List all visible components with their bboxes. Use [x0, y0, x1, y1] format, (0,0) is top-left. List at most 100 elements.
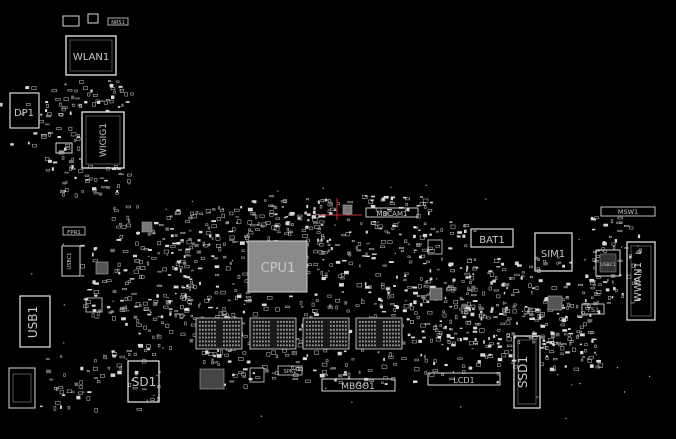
test-point: [496, 334, 498, 337]
smd-part: [316, 268, 320, 271]
wlan-label: WLAN1: [73, 52, 109, 63]
smd-part: [271, 225, 277, 230]
smd-part: [318, 250, 323, 255]
smd-part: [174, 310, 179, 313]
smd-part: [435, 245, 440, 248]
smd-part: [321, 276, 326, 281]
smd-part: [200, 316, 204, 319]
smd-part: [540, 324, 546, 328]
smd-part: [70, 132, 77, 137]
spk-connector[interactable]: SPK1: [277, 365, 303, 376]
smd-part: [173, 285, 179, 289]
smd-part: [480, 310, 483, 314]
ram-chip[interactable]: [302, 317, 350, 350]
smd-part: [457, 357, 463, 360]
smd-part: [166, 300, 171, 304]
smd-part: [117, 184, 120, 188]
smd-part: [560, 352, 564, 355]
smd-part: [118, 85, 123, 88]
fpr-connector[interactable]: FPR1: [62, 226, 86, 236]
smd-part: [193, 285, 197, 290]
smd-part: [92, 366, 98, 371]
mbcam-connector[interactable]: MBCAM1: [365, 207, 419, 218]
smd-part: [411, 339, 417, 344]
smd-part: [190, 211, 194, 216]
smd-part: [505, 306, 509, 309]
smd-part: [565, 351, 570, 354]
smd-part: [462, 234, 466, 238]
smd-part: [180, 259, 186, 264]
cpu-chip[interactable]: CPU1: [247, 240, 308, 293]
smd-part: [320, 236, 325, 240]
smd-part: [176, 209, 181, 211]
usb1-connector[interactable]: USB1: [19, 295, 51, 348]
dp-connector[interactable]: DP1: [9, 92, 40, 129]
smd-part: [312, 309, 318, 313]
smd-part: [125, 205, 132, 209]
smd-part: [419, 201, 425, 206]
ssd-connector[interactable]: SSD1: [513, 335, 541, 409]
smd-part: [131, 379, 134, 381]
smd-part: [390, 196, 395, 199]
smd-part: [212, 208, 216, 211]
smd-part: [109, 99, 114, 104]
smd-part: [314, 225, 320, 229]
lcd-connector[interactable]: LCD1: [427, 372, 501, 386]
smd-part: [101, 186, 107, 189]
smd-part: [138, 344, 144, 348]
smd-part: [94, 247, 98, 250]
nrs-connector[interactable]: NRS1: [107, 17, 129, 26]
smd-part: [576, 335, 579, 339]
usbc-left-connector[interactable]: USBC1: [61, 245, 81, 277]
smd-part: [365, 255, 370, 257]
smd-part: [452, 341, 456, 345]
smd-part: [119, 223, 122, 226]
smd-part: [521, 271, 525, 274]
ram-chip[interactable]: [355, 317, 403, 350]
smd-part: [393, 285, 396, 287]
smd-part: [572, 347, 577, 352]
smd-part: [196, 250, 202, 254]
smd-part: [327, 305, 334, 309]
smd-part: [472, 267, 477, 271]
ram-chip[interactable]: [195, 317, 243, 350]
sd1-card-reader[interactable]: SD1: [127, 360, 160, 403]
smd-part: [251, 200, 257, 203]
smd-part: [482, 313, 486, 317]
smd-part: [464, 307, 469, 311]
smd-part: [57, 136, 61, 139]
smd-part: [82, 391, 85, 393]
usbc-right-connector[interactable]: USBC1: [595, 249, 621, 277]
smd-part: [76, 137, 81, 141]
wigig-module[interactable]: WIGIG1: [81, 111, 125, 169]
smd-part: [150, 398, 155, 401]
smd-part: [390, 196, 393, 201]
smd-part: [175, 292, 177, 295]
ram-chip[interactable]: [249, 317, 297, 350]
smd-part: [234, 295, 238, 300]
smd-part: [577, 283, 584, 286]
smd-part: [428, 246, 433, 251]
smd-part: [364, 282, 367, 286]
smd-part: [457, 231, 462, 234]
smd-part: [438, 331, 443, 335]
smd-part: [263, 306, 269, 311]
mbgo-connector[interactable]: MBGO1: [321, 378, 396, 392]
smd-part: [429, 269, 432, 273]
smd-part: [64, 171, 69, 174]
sim-slot[interactable]: SIM1: [534, 232, 573, 272]
smd-part: [448, 284, 454, 288]
smd-part: [593, 344, 597, 348]
battery-connector[interactable]: BAT1: [470, 228, 514, 248]
smd-part: [479, 314, 482, 319]
smd-part: [603, 281, 608, 283]
wlan-module[interactable]: WLAN1: [65, 35, 117, 76]
msw-connector[interactable]: MSW1: [600, 206, 656, 217]
smd-part: [496, 266, 501, 268]
wwan-module[interactable]: WWAN1: [626, 241, 656, 321]
smd-part: [200, 256, 205, 260]
ts-connector[interactable]: TS1: [581, 303, 605, 315]
smd-part: [134, 371, 139, 375]
smd-part: [433, 362, 436, 365]
